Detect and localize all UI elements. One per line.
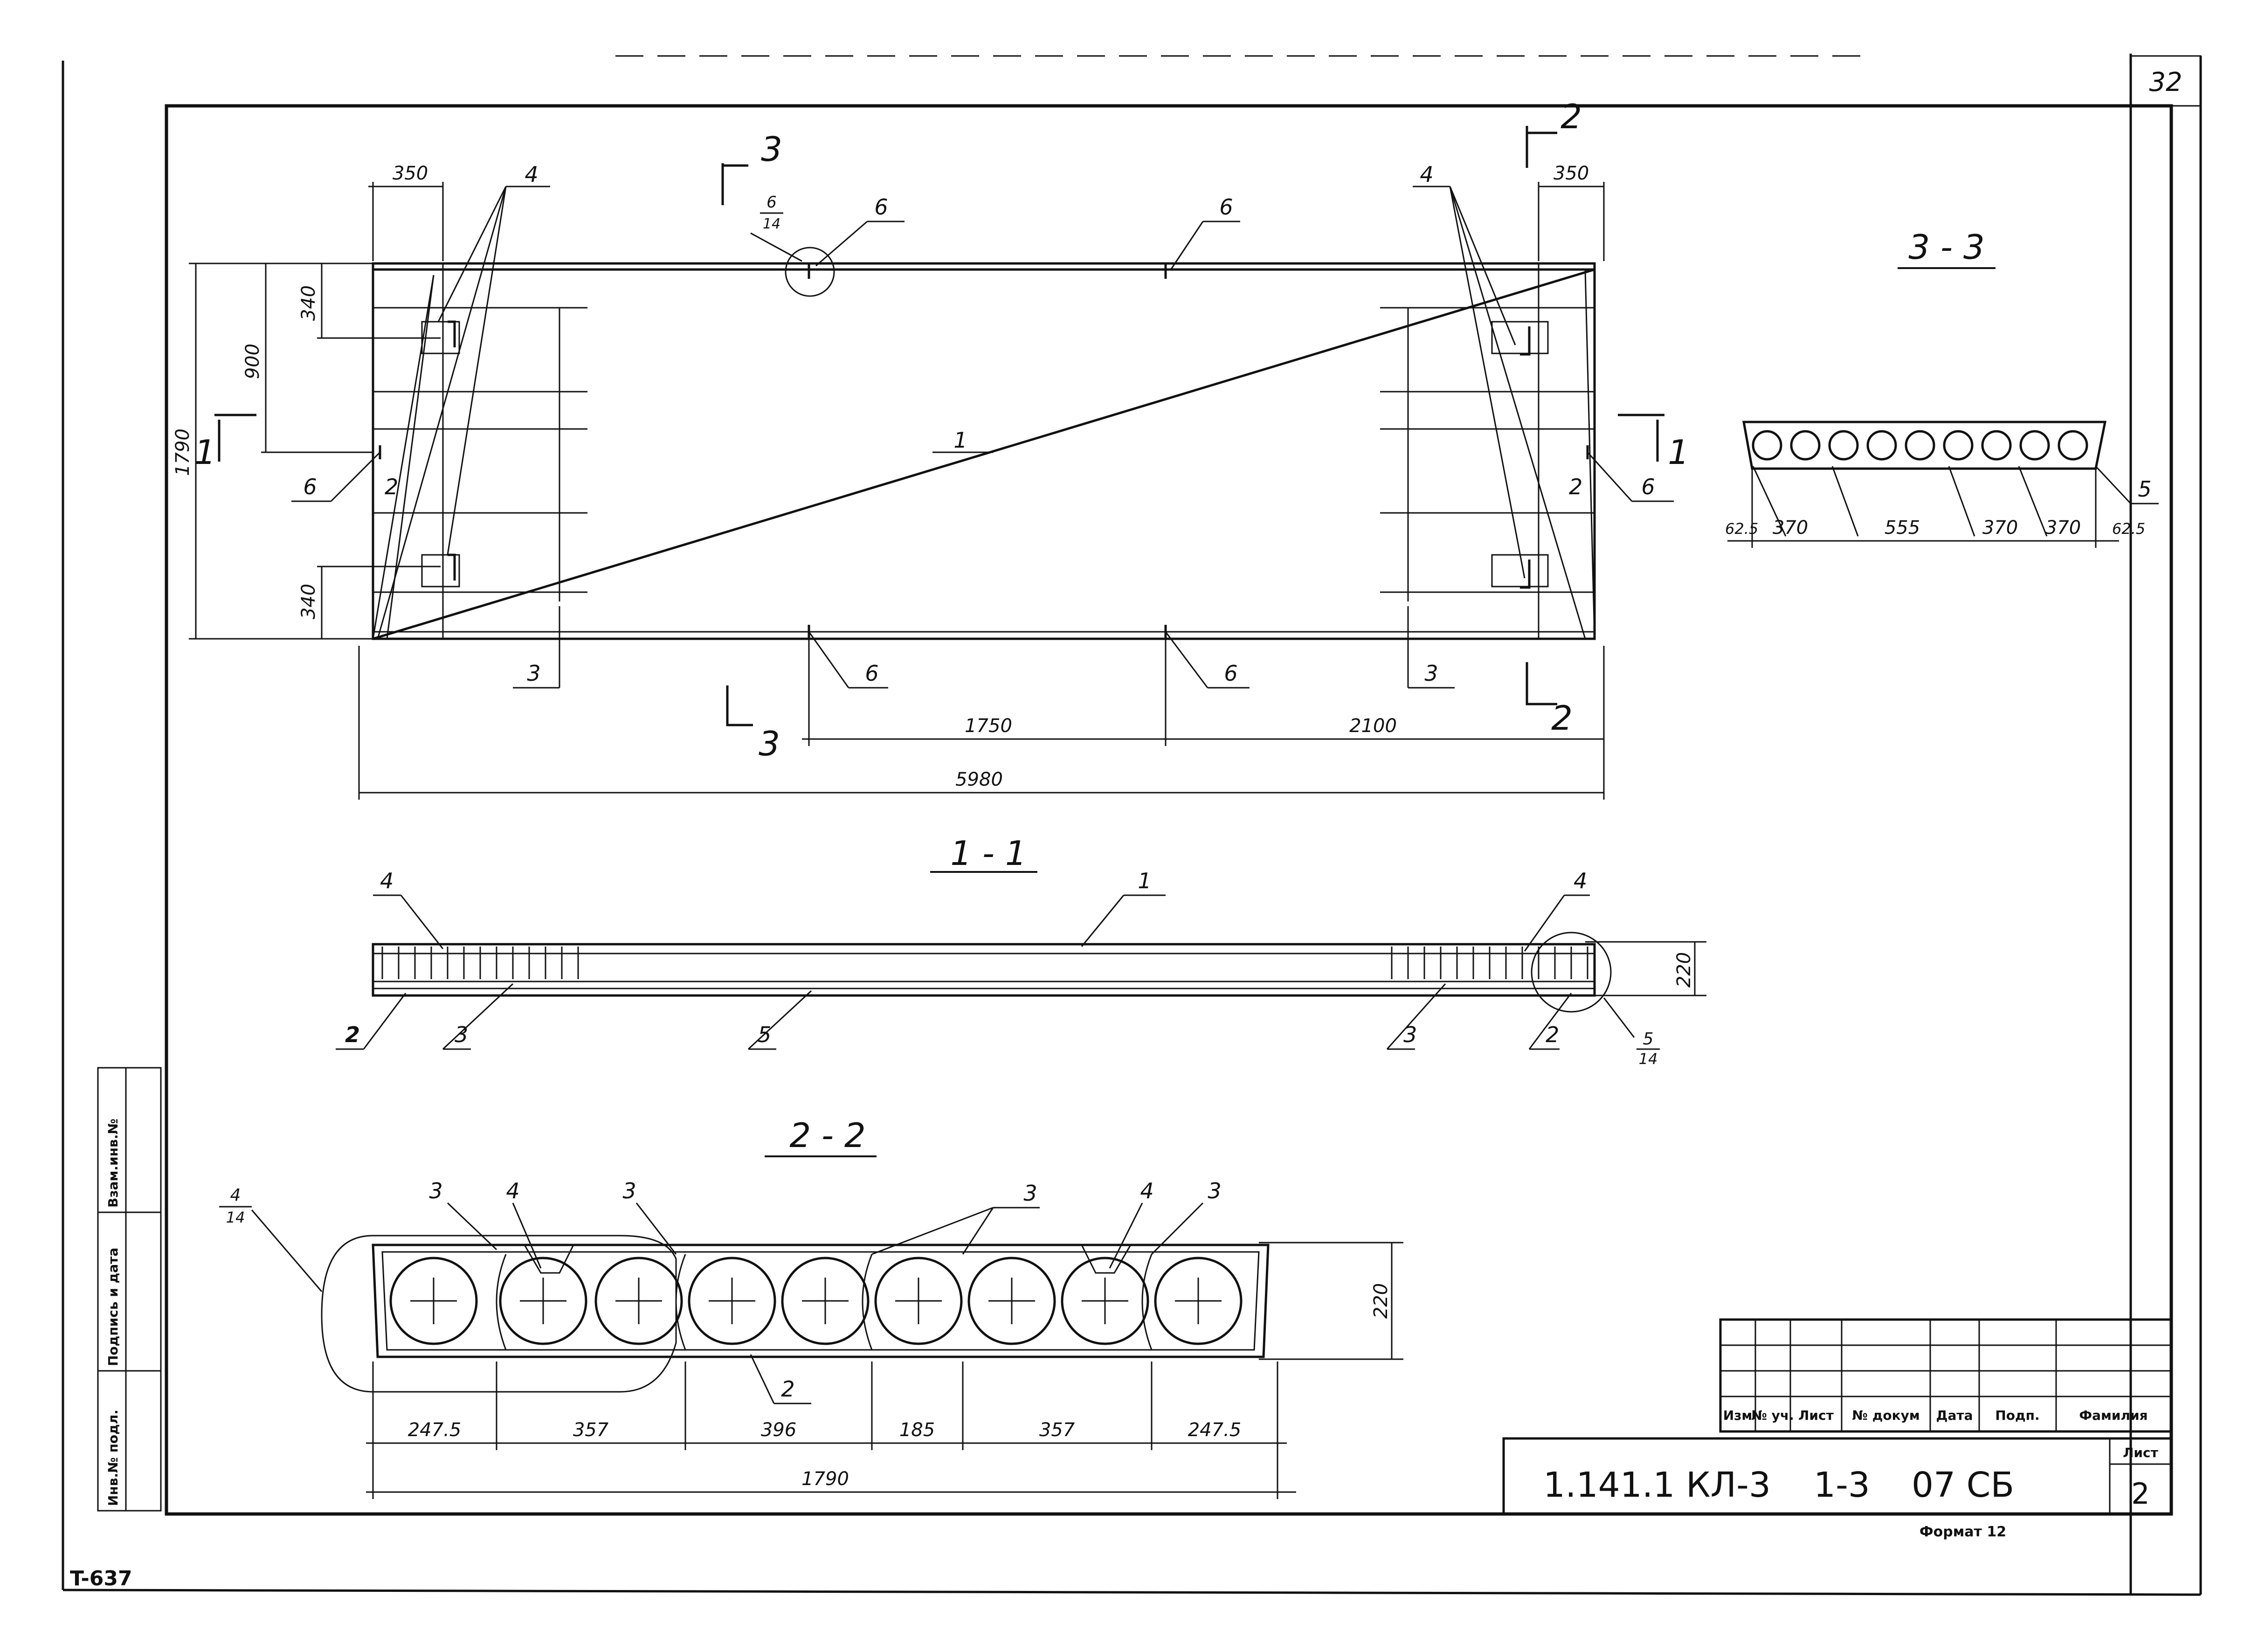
- dim-2100: 2100: [1349, 715, 1397, 737]
- title-block-header-sign: Подп.: [1995, 1408, 2039, 1423]
- section-1-1-callout-2-right: 2: [1546, 1022, 1559, 1047]
- dim-1790: 1790: [172, 429, 193, 476]
- section-3-3-dim-3: 370: [1982, 517, 2018, 539]
- section-1-1: 1 - 1 220 4 4: [336, 834, 1706, 1068]
- callout-6-top-mid: 6: [874, 194, 888, 220]
- callout-3-left: 3: [527, 661, 540, 686]
- section-3-3-dim-1: 370: [1773, 517, 1808, 539]
- section-3-3-dim-4: 370: [2045, 517, 2081, 539]
- section-2-2-dim-5: 247.5: [1188, 1419, 1242, 1441]
- section-2-2-callout-2: 2: [781, 1376, 794, 1402]
- section-2-2-dim-3: 185: [899, 1419, 935, 1441]
- sheet-frame: [62, 54, 2202, 1596]
- stamp-cell-signature: Подпись и дата: [105, 1248, 121, 1366]
- section-3-3-title: 3 - 3: [1908, 228, 1984, 267]
- section-2-2-node-4-sheet: 14: [226, 1209, 245, 1226]
- section-mark-3-top: 3: [761, 130, 782, 169]
- dim-350-left: 350: [393, 163, 428, 184]
- callout-6-right: 6: [1641, 474, 1655, 499]
- section-2-2-title: 2 - 2: [789, 1116, 865, 1155]
- section-2-2-dim-1: 357: [573, 1419, 609, 1441]
- section-2-2-callout-4-b: 4: [1140, 1178, 1153, 1203]
- section-3-3: 3 - 3 5 62.5 370 555 370 370 62.5: [1725, 228, 2159, 548]
- document-suffix: 07 СБ: [1912, 1465, 2014, 1505]
- section-2-2: 2 - 2: [219, 1116, 1403, 1499]
- side-stamp: Взам.инв.№ Подпись и дата Инв.№ подл.: [97, 1067, 162, 1512]
- section-1-1-callout-5: 5: [758, 1022, 771, 1047]
- section-1-1-node-5-sheet: 14: [1639, 1050, 1658, 1068]
- section-3-3-dim-2: 555: [1885, 517, 1920, 539]
- section-mark-3-bottom: 3: [759, 724, 780, 763]
- callout-3-right: 3: [1424, 661, 1438, 686]
- callout-6-bottom-right: 6: [1224, 661, 1237, 686]
- section-1-1-callout-1: 1: [1138, 868, 1151, 893]
- title-block-header-izm: Изм: [1723, 1408, 1753, 1423]
- document-code: 1.141.1 КЛ-3: [1543, 1465, 1771, 1505]
- callout-6-node: 6: [766, 193, 777, 212]
- dim-900: 900: [242, 344, 263, 379]
- dim-1750: 1750: [965, 715, 1012, 737]
- section-1-1-callout-4-left: 4: [380, 868, 394, 893]
- callout-4-right: 4: [1420, 162, 1433, 187]
- stamp-cell-replacement: Взам.инв.№: [105, 1119, 121, 1208]
- section-mark-2-bottom: 2: [1551, 698, 1573, 738]
- section-3-3-dim-5: 62.5: [2112, 520, 2145, 538]
- callout-1-diagonal: 1: [953, 428, 967, 453]
- section-2-2-dim-220: 220: [1370, 1283, 1392, 1319]
- format-label: Формат 12: [1920, 1524, 2006, 1540]
- dim-340-bottom: 340: [298, 584, 319, 619]
- section-2-2-node-4: 4: [230, 1186, 241, 1205]
- section-2-2-dim-2: 396: [761, 1419, 796, 1441]
- section-2-2-callout-3-b: 3: [622, 1178, 636, 1203]
- callout-6-bottom-mid: 6: [865, 661, 878, 686]
- callout-6-node-sheet: 14: [763, 216, 780, 232]
- callout-2-left: 2: [385, 474, 398, 499]
- dim-340-top: 340: [298, 285, 319, 321]
- title-block: Изм № уч. Лист № докум Дата Подп. Фамили…: [1502, 1318, 2173, 1515]
- section-2-2-callout-3-d: 3: [1208, 1178, 1221, 1203]
- section-2-2-dim-4: 357: [1039, 1419, 1075, 1441]
- section-3-3-callout-5: 5: [2138, 477, 2151, 502]
- document-range: 1-3: [1814, 1465, 1870, 1505]
- callout-4-left: 4: [525, 162, 538, 187]
- title-block-header-list: Лист: [1798, 1408, 1834, 1423]
- title-block-header-doc: № докум: [1852, 1408, 1920, 1423]
- callout-6-left: 6: [303, 474, 317, 499]
- callout-2-right: 2: [1569, 474, 1582, 499]
- plan-view: 5980 350 350 1750 2100 1790 900 340 340 …: [172, 97, 1689, 800]
- section-2-2-dim-total: 1790: [801, 1468, 849, 1490]
- section-1-1-callout-2-left: 2: [345, 1022, 360, 1047]
- section-1-1-node-5: 5: [1643, 1030, 1654, 1049]
- section-1-1-callout-3-left: 3: [455, 1022, 468, 1047]
- section-1-1-callout-4-right: 4: [1574, 868, 1587, 893]
- section-mark-2-top: 2: [1561, 97, 1582, 136]
- sheet-label: Лист: [2123, 1445, 2158, 1460]
- section-2-2-callout-4-a: 4: [506, 1178, 519, 1203]
- dim-5980: 5980: [955, 769, 1003, 790]
- section-3-3-dim-0: 62.5: [1725, 520, 1758, 538]
- section-mark-1-left: 1: [194, 433, 216, 472]
- section-2-2-callout-3-c: 3: [1023, 1181, 1037, 1206]
- stamp-code: T-637: [70, 1567, 132, 1590]
- sheet-number: 2: [2131, 1477, 2149, 1511]
- title-block-header-nuch: № уч.: [1751, 1408, 1794, 1423]
- section-1-1-title: 1 - 1: [950, 834, 1026, 873]
- section-mark-1-right: 1: [1668, 433, 1689, 472]
- section-1-1-dim-220: 220: [1673, 952, 1695, 988]
- stamp-cell-inventory: Инв.№ подл.: [105, 1410, 121, 1506]
- title-block-header-name: Фамилия: [2079, 1408, 2148, 1423]
- title-block-header-date: Дата: [1936, 1408, 1973, 1423]
- section-1-1-callout-3-right: 3: [1403, 1022, 1417, 1047]
- callout-6-top-right: 6: [1219, 194, 1233, 220]
- section-2-2-callout-3-a: 3: [429, 1178, 442, 1203]
- section-2-2-dim-0: 247.5: [408, 1419, 462, 1441]
- dim-350-right: 350: [1554, 163, 1589, 184]
- page-number: 32: [2149, 67, 2182, 97]
